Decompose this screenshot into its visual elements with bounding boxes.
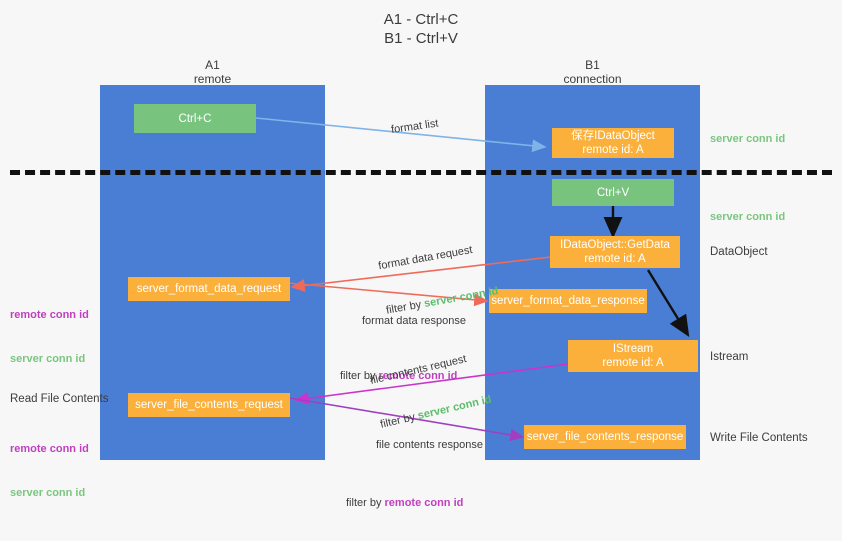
edge-label-file-contents-response: file contents response filter by remote … bbox=[346, 408, 484, 541]
left-label-remote-conn-id-2: remote conn id bbox=[10, 443, 89, 455]
node-server-file-contents-response[interactable]: server_file_contents_response bbox=[524, 425, 686, 449]
node-ctrl-v-label: Ctrl+V bbox=[596, 186, 630, 199]
right-label-server-conn-id-1: server conn id bbox=[710, 133, 786, 145]
left-label-conn-ids-top: remote conn id server conn id bbox=[10, 278, 89, 396]
node-istream[interactable]: IStream remote id: A bbox=[568, 340, 698, 372]
edge-format-data-response-filter-prefix: filter by bbox=[340, 370, 379, 382]
node-server-file-contents-response-label: server_file_contents_response bbox=[526, 431, 684, 443]
title-line-1: A1 - Ctrl+C bbox=[383, 11, 459, 28]
right-label-server-conn-id-2: server conn id bbox=[710, 211, 786, 223]
node-server-file-contents-request-label: server_file_contents_request bbox=[135, 399, 283, 411]
node-istream-sublabel: remote id: A bbox=[602, 357, 664, 369]
column-a1-role: remote bbox=[193, 72, 232, 86]
node-server-format-data-response[interactable]: server_format_data_response bbox=[489, 289, 647, 313]
left-label-read-file-contents: Read File Contents bbox=[10, 393, 109, 405]
edge-label-format-data-response: format data response filter by remote co… bbox=[340, 284, 466, 414]
node-ctrl-v[interactable]: Ctrl+V bbox=[552, 179, 674, 206]
phase-divider bbox=[10, 170, 832, 175]
node-getdata-sublabel: remote id: A bbox=[584, 253, 646, 265]
left-label-server-conn-id-1: server conn id bbox=[10, 353, 86, 365]
right-label-write-file-contents: Write File Contents bbox=[710, 432, 808, 444]
left-label-remote-conn-id-1: remote conn id bbox=[10, 309, 89, 321]
node-server-format-data-response-label: server_format_data_response bbox=[491, 295, 645, 307]
node-getdata-label: IDataObject::GetData bbox=[560, 239, 670, 251]
edge-file-contents-response-filter-prefix: filter by bbox=[346, 497, 385, 509]
node-istream-label: IStream bbox=[612, 343, 654, 355]
node-server-file-contents-request[interactable]: server_file_contents_request bbox=[128, 393, 290, 417]
node-server-format-data-request-label: server_format_data_request bbox=[136, 283, 282, 295]
edge-file-contents-response-text: file contents response bbox=[376, 439, 484, 451]
column-b1-role: connection bbox=[563, 72, 622, 86]
edge-format-data-response-filter-term: remote conn id bbox=[378, 370, 458, 382]
node-save-idataobject-label: 保存IDataObject bbox=[571, 130, 655, 142]
edge-file-contents-request-text: file contents request bbox=[368, 353, 468, 387]
node-save-idataobject-sublabel: remote id: A bbox=[582, 144, 644, 156]
edge-file-contents-response-filter-term: remote conn id bbox=[384, 497, 464, 509]
edge-format-data-response-text: format data response bbox=[362, 315, 466, 327]
page-title: A1 - Ctrl+C B1 - Ctrl+V bbox=[0, 10, 842, 48]
node-server-format-data-request[interactable]: server_format_data_request bbox=[128, 277, 290, 301]
left-label-server-conn-id-2: server conn id bbox=[10, 487, 86, 499]
node-ctrl-c[interactable]: Ctrl+C bbox=[134, 104, 256, 133]
edge-format-data-request-text: format data request bbox=[377, 243, 474, 273]
right-label-dataobject: DataObject bbox=[710, 246, 768, 258]
node-getdata[interactable]: IDataObject::GetData remote id: A bbox=[550, 236, 680, 268]
node-save-idataobject[interactable]: 保存IDataObject remote id: A bbox=[552, 128, 674, 158]
edge-label-format-list-text: format list bbox=[390, 117, 440, 137]
title-line-2: B1 - Ctrl+V bbox=[384, 30, 458, 47]
column-b1-name: B1 bbox=[585, 58, 600, 72]
node-ctrl-c-label: Ctrl+C bbox=[178, 112, 212, 125]
edge-label-format-list: format list bbox=[376, 102, 442, 155]
left-label-conn-ids-bottom: remote conn id server conn id bbox=[10, 412, 89, 530]
right-label-istream: Istream bbox=[710, 351, 749, 363]
column-a1-name: A1 bbox=[205, 58, 220, 72]
